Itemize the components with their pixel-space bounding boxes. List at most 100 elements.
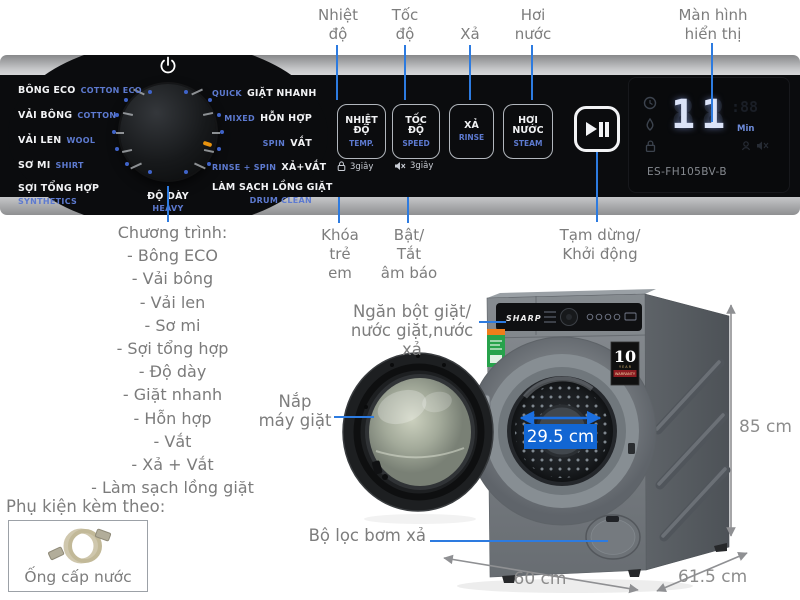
program-list-item: - Sợi tổng hợp bbox=[116, 339, 229, 359]
door-shadow bbox=[364, 514, 476, 524]
delay-clock-icon bbox=[643, 96, 657, 110]
display-ghost-digits: 88 bbox=[671, 92, 732, 138]
pause-icon bbox=[605, 121, 609, 137]
program-en: SYNTHETICS bbox=[18, 197, 78, 206]
program-drum-clean: LÀM SẠCH LỒNG GIẶT bbox=[212, 178, 332, 193]
display-ghost-small: :88 bbox=[731, 98, 759, 116]
accessory-title: Phụ kiện kèm theo: bbox=[6, 497, 166, 516]
program-list-item: - Làm sạch lồng giặt bbox=[91, 478, 254, 498]
program-vi: BÔNG ECO bbox=[18, 85, 76, 96]
program-spin: SPIN VẮT bbox=[212, 134, 312, 149]
sharp-logo: SHARP bbox=[506, 314, 542, 323]
leader-start-pause bbox=[596, 152, 598, 222]
program-list-item: - Bông ECO bbox=[127, 246, 218, 266]
display-digits: 11 bbox=[671, 92, 732, 138]
leader-temperature bbox=[336, 45, 338, 100]
program-vi: LÀM SẠCH LỒNG GIẶT bbox=[212, 182, 333, 193]
steam-button[interactable]: HƠI NƯỚC STEAM bbox=[503, 104, 553, 159]
steam-button-sublabel: STEAM bbox=[513, 138, 543, 148]
program-en: COTTON ECO bbox=[80, 86, 142, 95]
leader-steam bbox=[531, 45, 533, 100]
warranty-label: WARRANTY bbox=[615, 372, 636, 376]
dial-dot bbox=[115, 113, 119, 117]
control-panel: BÔNG ECO COTTON ECO VẢI BÔNG COTTON VẢI … bbox=[0, 55, 800, 215]
program-en: SPIN bbox=[262, 139, 286, 148]
callout-rinse: Xả bbox=[460, 25, 480, 43]
leader-speed bbox=[404, 45, 406, 100]
program-vi: HỖN HỢP bbox=[260, 113, 312, 124]
program-wool: VẢI LEN WOOL bbox=[18, 131, 95, 146]
mute-speaker-icon bbox=[395, 162, 406, 170]
program-vi: XẢ+VẮT bbox=[281, 162, 327, 173]
leader-display bbox=[711, 43, 713, 122]
program-en: COTTON bbox=[77, 111, 117, 120]
program-synthetics-en: SYNTHETICS bbox=[18, 192, 78, 206]
program-list-item: - Độ dày bbox=[138, 362, 207, 382]
dial-tick bbox=[212, 132, 220, 134]
dial-dot bbox=[148, 170, 152, 174]
program-en: QUICK bbox=[212, 89, 242, 98]
dial-dot bbox=[124, 98, 128, 102]
program-list-item: - Giặt nhanh bbox=[122, 385, 223, 405]
callout-display: Màn hình hiển thị bbox=[678, 6, 748, 43]
front-seam bbox=[487, 334, 647, 339]
water-drop-icon bbox=[646, 118, 654, 131]
program-mixed: MIXED HỖN HỢP bbox=[212, 109, 312, 124]
callout-steam: Hơi nước bbox=[514, 6, 552, 43]
program-vi: VẢI LEN bbox=[18, 135, 62, 146]
temp-button-sublabel: TEMP. bbox=[349, 138, 374, 148]
machine-door[interactable] bbox=[342, 352, 494, 512]
dial-tick bbox=[116, 132, 124, 134]
dial-dot bbox=[184, 90, 188, 94]
hold-hint-label: 3giây bbox=[410, 161, 434, 171]
machine-knob-center bbox=[566, 314, 572, 320]
machine-top bbox=[487, 289, 656, 298]
line-detergent-drawer bbox=[479, 321, 506, 323]
program-list-item: - Vải bông bbox=[131, 269, 214, 289]
door-diameter-badge: 29.5 cm bbox=[524, 424, 597, 449]
leader-sound bbox=[407, 197, 409, 223]
door-lock-hole bbox=[382, 474, 388, 480]
callout-temperature: Nhiệt độ bbox=[317, 6, 358, 43]
drum-shine bbox=[523, 376, 594, 399]
line-pump-filter bbox=[430, 540, 608, 542]
power-icon bbox=[160, 56, 176, 74]
speed-button-label: TỐC ĐỘ bbox=[405, 114, 427, 136]
pump-filter bbox=[585, 514, 641, 560]
dial-dot bbox=[208, 98, 212, 102]
child-lock-hint: 3giây bbox=[337, 161, 373, 172]
dial-dot bbox=[125, 162, 129, 166]
rinse-button[interactable]: XẢ RINSE bbox=[449, 104, 494, 159]
steam-button-label: HƠI NƯỚC bbox=[512, 114, 544, 136]
dial-dot bbox=[115, 147, 119, 151]
warranty-year: Y E A R bbox=[619, 365, 632, 369]
dial-dot bbox=[148, 90, 152, 94]
height-dimension: 85 cm bbox=[739, 417, 792, 437]
label-pump-filter: Bộ lọc bơm xả bbox=[308, 526, 426, 545]
play-icon bbox=[585, 122, 597, 136]
width-dimension: 60 cm bbox=[513, 569, 567, 589]
door-latch-slot bbox=[628, 443, 635, 454]
dial-dot bbox=[220, 130, 224, 134]
temp-button[interactable]: NHIỆT ĐỘ TEMP. bbox=[337, 104, 386, 159]
program-rinse-spin: RINSE + SPIN XẢ+VẮT bbox=[212, 158, 326, 173]
program-en: MIXED bbox=[224, 114, 255, 123]
sound-hint: 3giây bbox=[394, 161, 433, 171]
speed-button-sublabel: SPEED bbox=[402, 138, 430, 148]
program-cotton: VẢI BÔNG COTTON bbox=[18, 106, 117, 121]
accessory-box: Ống cấp nước bbox=[8, 520, 148, 592]
leader-programs bbox=[167, 186, 169, 222]
program-list-item: - Sơ mi bbox=[144, 315, 201, 335]
side-grooves bbox=[653, 358, 731, 542]
dial-dot bbox=[184, 170, 188, 174]
program-quick: QUICK GIẶT NHANH bbox=[212, 84, 316, 99]
program-vi: SƠ MI bbox=[18, 160, 51, 171]
speed-button[interactable]: TỐC ĐỘ SPEED bbox=[392, 104, 440, 159]
program-en: SHIRT bbox=[55, 161, 84, 170]
rinse-button-label: XẢ bbox=[464, 119, 479, 131]
dial-dot bbox=[217, 147, 221, 151]
hold-hint-label: 3giây bbox=[350, 161, 374, 172]
program-vi: VẢI BÔNG bbox=[18, 110, 73, 121]
start-pause-button[interactable] bbox=[574, 106, 620, 152]
